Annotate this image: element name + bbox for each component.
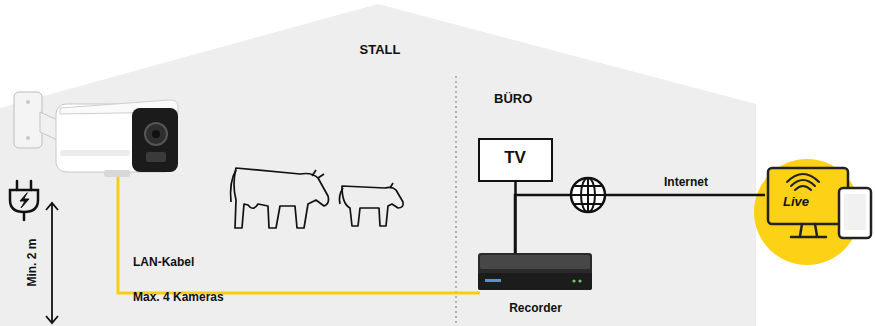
calf-outline bbox=[342, 186, 403, 226]
network-connector bbox=[515, 195, 765, 253]
calf-details bbox=[339, 183, 393, 204]
camera-limit-label: Max. 4 Kameras bbox=[133, 291, 224, 304]
plug-prongs bbox=[17, 181, 31, 190]
power-plug-symbol bbox=[10, 181, 38, 220]
camera-illustration bbox=[14, 92, 178, 177]
dimension-line bbox=[51, 204, 53, 322]
plug-body bbox=[10, 190, 38, 212]
recorder-device bbox=[478, 253, 593, 293]
camera-lens bbox=[145, 123, 167, 145]
globe-symbol bbox=[571, 178, 605, 212]
monitor-stand bbox=[791, 224, 826, 237]
plug-bolt bbox=[20, 193, 29, 208]
recorder-led bbox=[572, 279, 575, 282]
tablet-icon bbox=[839, 188, 871, 238]
camera-foot bbox=[104, 170, 130, 177]
camera-shade bbox=[60, 150, 130, 156]
cable-label: LAN-Kabel bbox=[133, 256, 194, 269]
camera-mount bbox=[14, 92, 42, 148]
monitor-screen bbox=[768, 168, 848, 224]
stall-region: STALL bbox=[0, 0, 456, 326]
mount-screw bbox=[26, 136, 30, 140]
recorder-front bbox=[478, 273, 592, 290]
recorder-label: Recorder bbox=[478, 302, 593, 315]
live-waves bbox=[787, 174, 819, 190]
cow-illustration bbox=[231, 168, 404, 228]
dimension-head bbox=[46, 316, 58, 323]
connector-label: Internet bbox=[664, 176, 708, 189]
camera-front bbox=[132, 108, 178, 172]
live-view-icon bbox=[765, 160, 875, 270]
recorder-logo bbox=[485, 279, 501, 282]
globe-latitudes bbox=[574, 186, 602, 204]
dimension-head bbox=[46, 203, 58, 210]
height-dimension bbox=[46, 203, 58, 323]
cow-outline bbox=[234, 168, 329, 228]
mount-screw bbox=[26, 100, 30, 104]
recorder-case bbox=[478, 253, 592, 290]
room-divider bbox=[455, 76, 457, 326]
plug-cable bbox=[23, 212, 26, 220]
live-node: Live bbox=[765, 160, 875, 270]
region-heading: BÜRO bbox=[494, 92, 554, 106]
camera-ir bbox=[146, 152, 166, 162]
cow-horns bbox=[312, 170, 324, 178]
region-heading: STALL bbox=[330, 43, 430, 57]
tablet-screen bbox=[844, 194, 866, 230]
cow-tail bbox=[231, 170, 236, 202]
globe-circle bbox=[571, 178, 605, 212]
house-shape bbox=[0, 4, 756, 326]
recorder-top bbox=[480, 255, 590, 269]
lan-cable bbox=[118, 176, 480, 293]
height-label: Min. 2 m bbox=[26, 238, 39, 286]
recorder-led bbox=[578, 279, 581, 282]
office-region: BÜRO TV Recorder bbox=[456, 75, 755, 326]
tv-label: TV bbox=[480, 149, 550, 168]
recorder-node: Recorder bbox=[478, 253, 593, 315]
camera-lens-core bbox=[152, 130, 160, 138]
globe-axis bbox=[587, 178, 589, 212]
tv-box: TV bbox=[478, 138, 553, 182]
live-label: Live bbox=[783, 195, 833, 209]
